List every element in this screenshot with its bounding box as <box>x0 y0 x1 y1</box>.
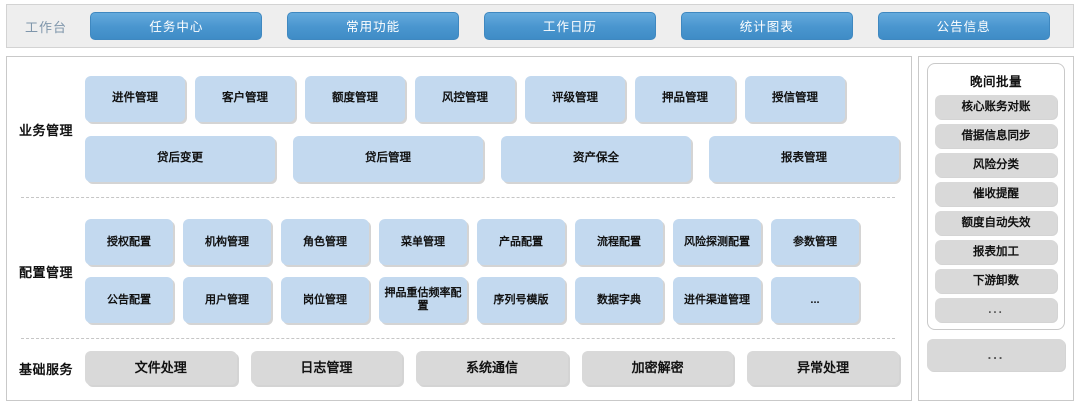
config-row-1: 授权配置 机构管理 角色管理 菜单管理 产品配置 流程配置 风险探测配置 参数管… <box>85 219 899 265</box>
tile-collateral-management[interactable]: 押品管理 <box>635 76 735 122</box>
batch-item-risk-classification[interactable]: 风险分类 <box>935 153 1057 177</box>
tile-credit-limit-management[interactable]: 额度管理 <box>305 76 405 122</box>
batch-item-downstream-data-unload[interactable]: 下游卸数 <box>935 269 1057 293</box>
batch-item-credit-limit-auto-expiry[interactable]: 额度自动失效 <box>935 211 1057 235</box>
tile-report-management[interactable]: 报表管理 <box>709 136 899 182</box>
tile-data-dictionary[interactable]: 数据字典 <box>575 277 663 323</box>
module-map-panel: 业务管理 进件管理 客户管理 额度管理 风控管理 评级管理 押品管理 授信管理 … <box>6 56 912 401</box>
workbench-title: 工作台 <box>24 19 67 35</box>
tile-process-config[interactable]: 流程配置 <box>575 219 663 265</box>
section-rows-basic: 文件处理 日志管理 系统通信 加密解密 异常处理 <box>85 351 911 385</box>
section-config-management: 配置管理 授权配置 机构管理 角色管理 菜单管理 产品配置 流程配置 风险探测配… <box>7 198 911 338</box>
night-batch-sidebar: 晚间批量 核心账务对账 借据信息同步 风险分类 催收提醒 额度自动失效 报表加工… <box>918 56 1074 401</box>
batch-item-collection-reminder[interactable]: 催收提醒 <box>935 182 1057 206</box>
divider-business-config <box>21 197 895 198</box>
tile-risk-control-management[interactable]: 风控管理 <box>415 76 515 122</box>
tile-collateral-revaluation-frequency-config[interactable]: 押品重估频率配置 <box>379 277 467 323</box>
tab-slot-4: 公告信息 <box>872 12 1055 40</box>
section-rows-business: 进件管理 客户管理 额度管理 风控管理 评级管理 押品管理 授信管理 贷后变更 … <box>85 76 911 182</box>
workbench-topbar: 工作台 任务中心 常用功能 工作日历 统计图表 公告信息 <box>6 4 1074 48</box>
tile-application-channel-management[interactable]: 进件渠道管理 <box>673 277 761 323</box>
tile-announcement-config[interactable]: 公告配置 <box>85 277 173 323</box>
tile-credit-granting-management[interactable]: 授信管理 <box>745 76 845 122</box>
batch-item-core-account-reconciliation[interactable]: 核心账务对账 <box>935 95 1057 119</box>
night-batch-box: 晚间批量 核心账务对账 借据信息同步 风险分类 催收提醒 额度自动失效 报表加工… <box>927 63 1065 330</box>
tile-serial-number-template[interactable]: 序列号模版 <box>477 277 565 323</box>
section-label-business: 业务管理 <box>18 122 73 138</box>
section-basic-service: 基础服务 文件处理 日志管理 系统通信 加密解密 异常处理 <box>7 339 911 397</box>
tile-role-management[interactable]: 角色管理 <box>281 219 369 265</box>
tile-rating-management[interactable]: 评级管理 <box>525 76 625 122</box>
batch-item-more[interactable]: ... <box>935 298 1057 322</box>
config-row-2: 公告配置 用户管理 岗位管理 押品重估频率配置 序列号模版 数据字典 进件渠道管… <box>85 277 899 323</box>
tile-post-loan-change[interactable]: 贷后变更 <box>85 136 275 182</box>
tile-authorization-config[interactable]: 授权配置 <box>85 219 173 265</box>
business-row-1: 进件管理 客户管理 额度管理 风控管理 评级管理 押品管理 授信管理 <box>85 76 899 122</box>
tile-log-management[interactable]: 日志管理 <box>250 351 403 385</box>
basic-row-1: 文件处理 日志管理 系统通信 加密解密 异常处理 <box>85 351 899 385</box>
tile-organization-management[interactable]: 机构管理 <box>183 219 271 265</box>
tab-slot-2: 工作日历 <box>479 12 662 40</box>
tab-statistics-chart[interactable]: 统计图表 <box>680 12 853 40</box>
sidebar-more-button[interactable]: ... <box>927 339 1065 371</box>
section-rows-config: 授权配置 机构管理 角色管理 菜单管理 产品配置 流程配置 风险探测配置 参数管… <box>85 219 911 323</box>
tile-encryption-decryption[interactable]: 加密解密 <box>581 351 734 385</box>
business-row-2: 贷后变更 贷后管理 资产保全 报表管理 <box>85 136 899 182</box>
tile-risk-detection-config[interactable]: 风险探测配置 <box>673 219 761 265</box>
tile-config-more[interactable]: ... <box>771 277 859 323</box>
tile-position-management[interactable]: 岗位管理 <box>281 277 369 323</box>
tab-slot-0: 任务中心 <box>85 12 268 40</box>
tab-work-calendar[interactable]: 工作日历 <box>483 12 656 40</box>
section-business-management: 业务管理 进件管理 客户管理 额度管理 风控管理 评级管理 押品管理 授信管理 … <box>7 57 911 197</box>
tile-file-processing[interactable]: 文件处理 <box>85 351 237 385</box>
tile-menu-management[interactable]: 菜单管理 <box>379 219 467 265</box>
tile-customer-management[interactable]: 客户管理 <box>195 76 295 122</box>
topbar-tab-list: 任务中心 常用功能 工作日历 统计图表 公告信息 <box>85 12 1073 40</box>
tab-common-functions[interactable]: 常用功能 <box>287 12 460 40</box>
tile-exception-handling[interactable]: 异常处理 <box>747 351 899 385</box>
tile-parameter-management[interactable]: 参数管理 <box>771 219 859 265</box>
tab-slot-1: 常用功能 <box>282 12 465 40</box>
tile-system-communication[interactable]: 系统通信 <box>416 351 568 385</box>
tile-product-config[interactable]: 产品配置 <box>477 219 565 265</box>
tile-asset-preservation[interactable]: 资产保全 <box>501 136 691 182</box>
tile-post-loan-management[interactable]: 贷后管理 <box>293 136 483 182</box>
tab-task-center[interactable]: 任务中心 <box>90 12 263 40</box>
tile-user-management[interactable]: 用户管理 <box>183 277 271 323</box>
tile-application-management[interactable]: 进件管理 <box>85 76 185 122</box>
tab-slot-3: 统计图表 <box>675 12 858 40</box>
tab-announcement[interactable]: 公告信息 <box>877 12 1050 40</box>
section-label-config: 配置管理 <box>18 264 73 280</box>
batch-item-loan-document-sync[interactable]: 借据信息同步 <box>935 124 1057 148</box>
batch-item-report-processing[interactable]: 报表加工 <box>935 240 1057 264</box>
section-label-basic: 基础服务 <box>18 361 73 377</box>
night-batch-title: 晚间批量 <box>969 75 1022 89</box>
divider-config-basic <box>21 338 895 339</box>
